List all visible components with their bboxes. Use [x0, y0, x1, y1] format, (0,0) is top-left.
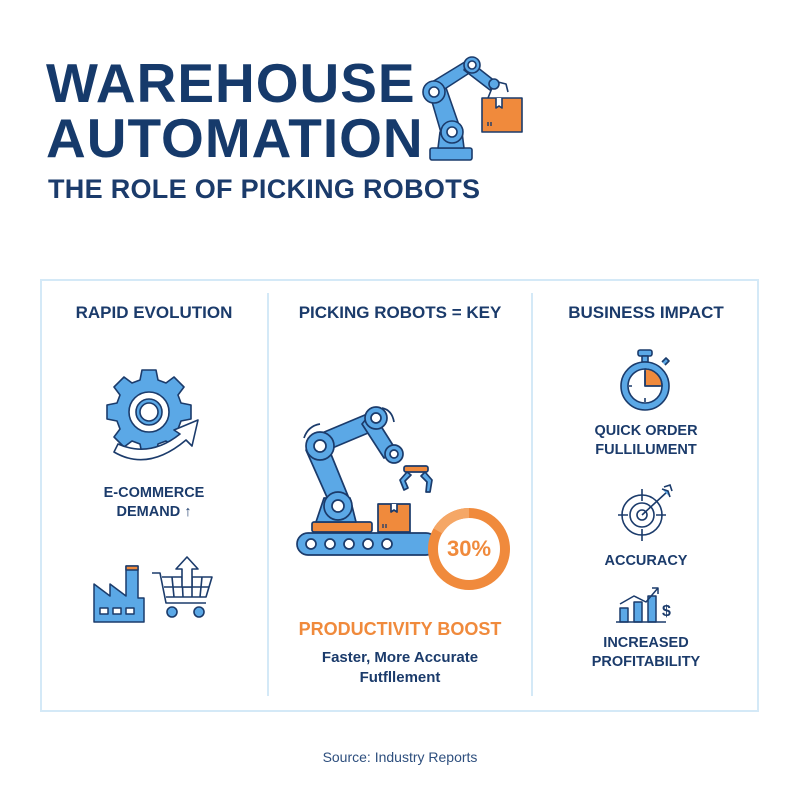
- column-heading-rapid-evolution: RAPID EVOLUTION: [75, 303, 233, 322]
- label-demand-up: DEMAND ↑: [116, 504, 192, 520]
- label-quick-order: QUICK ORDER: [594, 423, 698, 439]
- column-divider-2: [531, 293, 533, 696]
- robot-arm-conveyor-icon: [296, 406, 438, 556]
- label-ecommerce: E-COMMERCE: [103, 485, 205, 501]
- label-fulfillment: FULLILUMENT: [595, 442, 697, 458]
- source-caption: Source: Industry Reports: [322, 749, 478, 765]
- column-divider-1: [267, 293, 269, 696]
- label-increased: INCREASED: [603, 635, 689, 651]
- target-icon: [618, 483, 673, 541]
- boost-description-line-2: Futfllement: [359, 669, 441, 686]
- label-accuracy: ACCURACY: [604, 553, 688, 569]
- productivity-boost-heading: PRODUCTIVITY BOOST: [298, 619, 502, 639]
- title-line-1: WAREHOUSE: [46, 52, 416, 114]
- svg-text:$: $: [662, 603, 671, 620]
- column-heading-business-impact: BUSINESS IMPACT: [568, 303, 724, 322]
- gear-with-arrow-icon: [106, 369, 199, 461]
- stat-value: 30%: [446, 536, 492, 561]
- stopwatch-icon: [620, 349, 670, 411]
- robotic-arm-with-box-icon: [422, 56, 523, 161]
- title-line-2: AUTOMATION: [46, 107, 424, 169]
- boost-description-line-1: Faster, More Accurate: [321, 649, 479, 666]
- factory-icon: [93, 565, 145, 623]
- subtitle: THE ROLE OF PICKING ROBOTS: [48, 174, 481, 204]
- column-heading-picking-robots: PICKING ROBOTS = KEY: [298, 303, 502, 322]
- label-profitability: PROFITABILITY: [591, 654, 701, 670]
- profit-chart-icon: $: [616, 587, 671, 623]
- shopping-cart-up-icon: [152, 556, 213, 618]
- progress-ring-30-percent: [428, 508, 510, 590]
